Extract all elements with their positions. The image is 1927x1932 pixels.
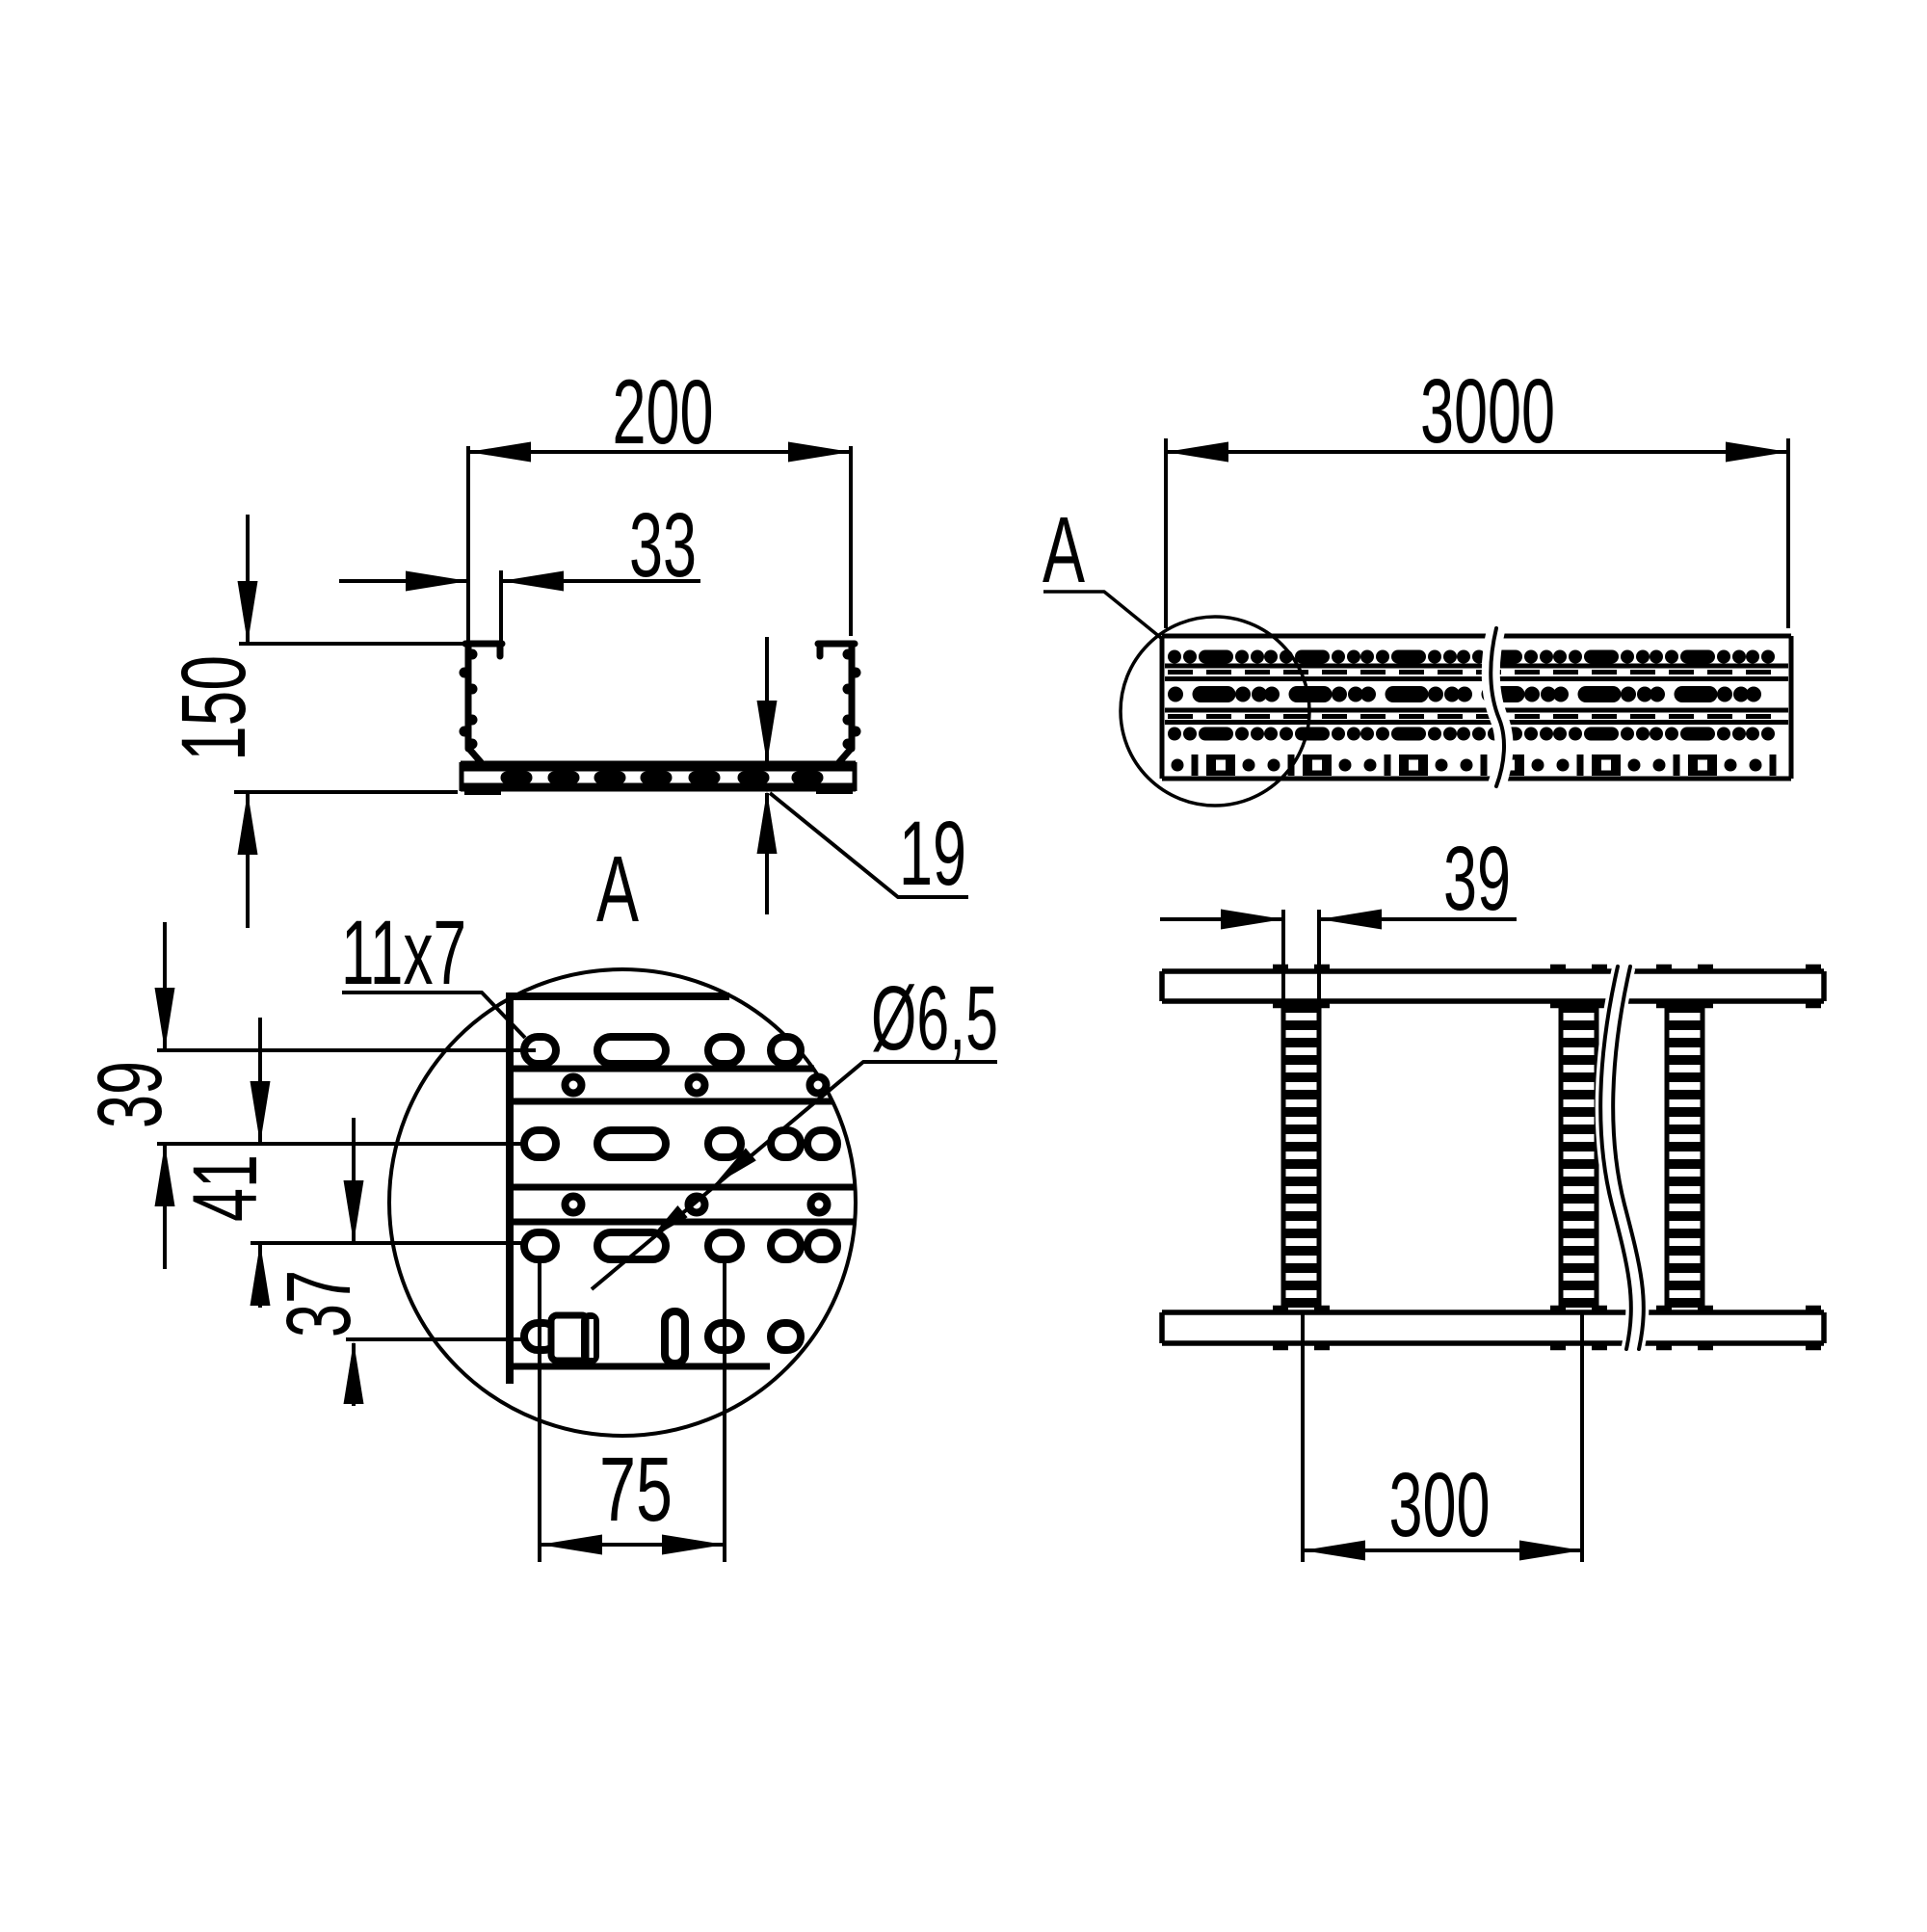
svg-text:A: A — [596, 836, 639, 941]
svg-text:37: 37 — [268, 1270, 370, 1337]
svg-text:200: 200 — [613, 361, 714, 463]
svg-text:A: A — [1043, 497, 1085, 602]
svg-text:39: 39 — [79, 1061, 181, 1128]
svg-text:75: 75 — [599, 1439, 673, 1541]
svg-text:41: 41 — [174, 1154, 277, 1222]
svg-text:19: 19 — [899, 803, 966, 905]
svg-text:11x7: 11x7 — [341, 902, 466, 1004]
svg-text:Ø6,5: Ø6,5 — [871, 967, 998, 1070]
svg-text:150: 150 — [163, 655, 265, 761]
svg-text:3000: 3000 — [1420, 360, 1555, 463]
svg-text:33: 33 — [629, 494, 697, 596]
svg-text:39: 39 — [1443, 828, 1511, 930]
svg-text:300: 300 — [1389, 1454, 1491, 1556]
